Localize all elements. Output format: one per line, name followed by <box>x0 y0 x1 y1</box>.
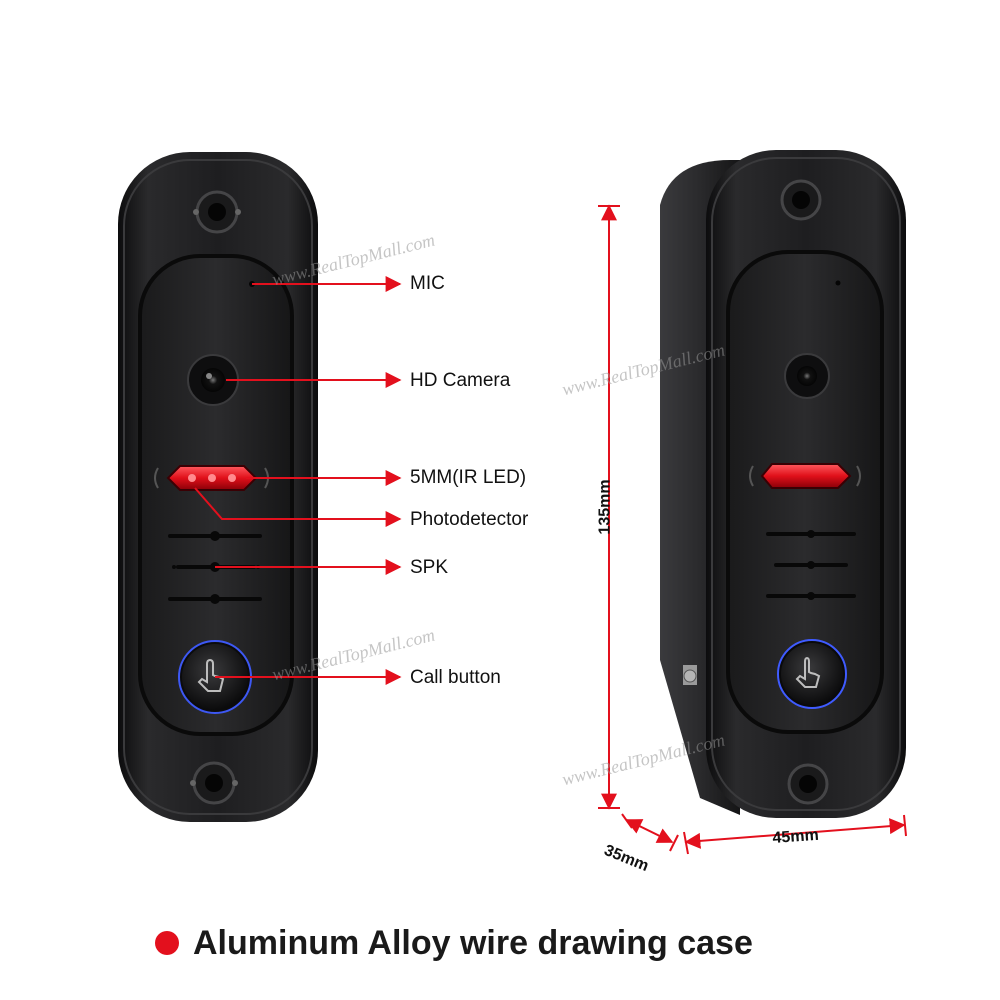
caption-text: Aluminum Alloy wire drawing case <box>193 923 753 962</box>
dimension-height: 135mm <box>596 479 614 535</box>
angled-doorbell <box>660 150 906 818</box>
camera-lens-icon <box>187 354 239 406</box>
annotation-lines <box>194 276 402 685</box>
ir-led-icon <box>154 465 269 491</box>
label-photodetector: Photodetector <box>410 509 529 530</box>
dimension-lines <box>598 204 907 855</box>
label-call-button: Call button <box>410 667 501 688</box>
label-hd-camera: HD Camera <box>410 370 511 391</box>
dimension-width: 45mm <box>772 826 820 847</box>
caption: Aluminum Alloy wire drawing case <box>155 918 753 968</box>
label-spk: SPK <box>410 557 449 578</box>
side-screw-icon <box>683 669 697 683</box>
front-doorbell <box>118 152 318 822</box>
top-screw-icon <box>193 190 241 234</box>
bottom-screw-icon <box>190 761 238 805</box>
red-dot-icon <box>155 931 179 955</box>
label-mic: MIC <box>410 273 445 294</box>
angled-bottom-screw-icon <box>787 763 829 805</box>
angled-top-screw-icon <box>780 179 822 221</box>
label-ir-led: 5MM(IR LED) <box>410 467 527 488</box>
